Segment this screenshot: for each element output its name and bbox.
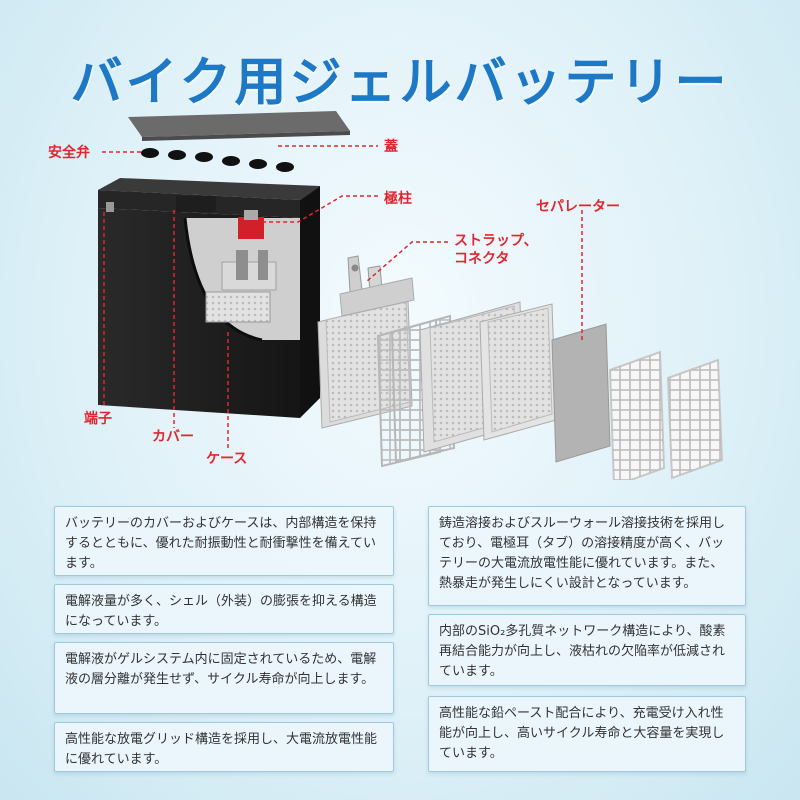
label-separator: セパレーター <box>536 199 620 215</box>
separator-sheet <box>551 323 611 463</box>
feature-box-gel-system: 電解液がゲルシステム内に固定されているため、電解液の層分離が発生せず、サイクル寿… <box>54 642 394 714</box>
positive-plate-stack <box>419 301 557 453</box>
grid-panels <box>608 350 724 488</box>
feature-box-welding: 鋳造溶接およびスルーウォール溶接技術を採用しており、電極耳（タブ）の溶接精度が高… <box>428 506 746 606</box>
safety-valve-caps <box>141 148 294 172</box>
feature-box-lead-paste: 高性能な鉛ペースト配合により、充電受け入れ性能が向上し、高いサイクル寿命と大容量… <box>428 696 746 772</box>
label-terminal: 端子 <box>84 411 112 427</box>
feature-box-sio2-structure: 内部のSiO₂多孔質ネットワーク構造により、酸素再結合能力が向上し、液枯れの欠陥… <box>428 614 746 686</box>
lid-part <box>128 111 350 141</box>
feature-box-case-cover: バッテリーのカバーおよびケースは、内部構造を保持するとともに、優れた耐振動性と耐… <box>54 506 394 576</box>
leader-lines <box>102 145 583 448</box>
feature-box-electrolyte: 電解液量が多く、シェル（外装）の膨張を抑える構造になっています。 <box>54 584 394 634</box>
battery-case <box>98 178 320 418</box>
battery-illustration <box>98 111 724 488</box>
battery-exploded-diagram: 安全弁 蓋 極柱 ストラップ、 コネクタ セパレーター 端子 カバー ケース <box>0 100 800 488</box>
label-case: ケース <box>206 451 248 467</box>
label-cover: カバー <box>152 429 194 445</box>
label-safety-valve: 安全弁 <box>48 145 90 161</box>
label-strap-connector: ストラップ、 コネクタ <box>454 233 538 267</box>
page-title: バイク用ジェルバッテリー <box>70 53 730 113</box>
feature-box-discharge-grid: 高性能な放電グリッド構造を採用し、大電流放電性能に優れています。 <box>54 722 394 772</box>
label-pole: 極柱 <box>384 191 412 207</box>
label-lid: 蓋 <box>384 139 398 155</box>
